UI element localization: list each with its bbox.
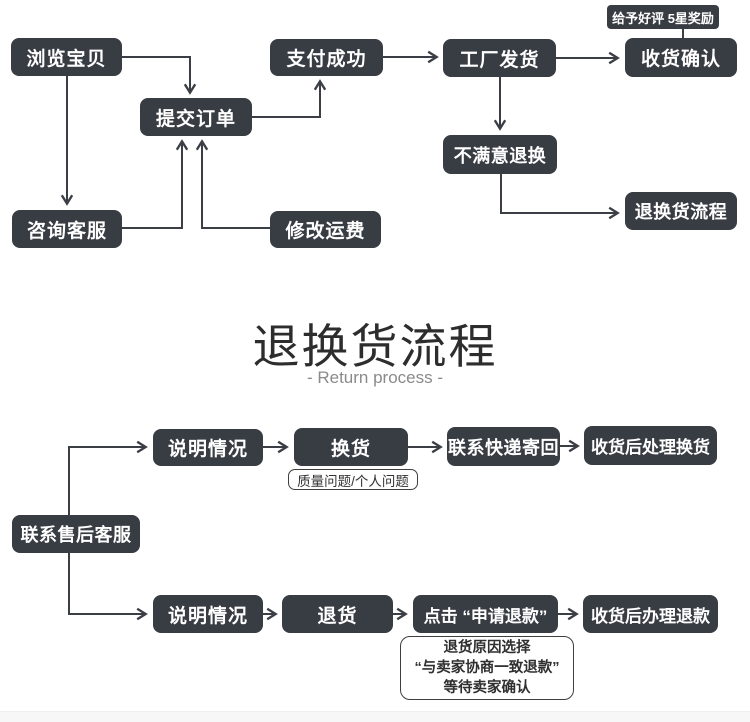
flow-node-courier-sendback: 联系快递寄回 [447,427,560,466]
flow-node-return-process: 退换货流程 [625,192,737,230]
flow-node-confirm-receipt: 收货确认 [625,38,737,77]
flow-node-modify-postage: 修改运费 [270,211,381,248]
reward-badge: 给予好评 5星奖励 [607,5,719,29]
flow-node-explain-top: 说明情况 [153,429,263,466]
footer-strip [0,711,750,722]
flow-node-handle-exchange: 收货后处理换货 [584,426,717,465]
flow-node-exchange: 换货 [294,428,408,466]
section-title: 退换货流程 [252,320,498,373]
refund-note-line-2: “与卖家协商一致退款” [414,660,560,676]
flow-node-explain-bottom: 说明情况 [153,595,263,633]
refund-reason-note: 退货原因选择 “与卖家协商一致退款” 等待卖家确认 [400,636,574,700]
refund-note-line-3: 等待卖家确认 [443,680,531,696]
flow-node-contact-aftersales: 联系售后客服 [12,515,140,553]
flow-node-consult-service: 咨询客服 [12,210,122,248]
flow-node-payment-success: 支付成功 [270,39,383,76]
flow-node-click-refund: 点击 “申请退款” [413,595,558,633]
flow-node-unsatisfied-return: 不满意退换 [443,135,557,174]
flow-node-browse: 浏览宝贝 [11,38,122,76]
flow-node-factory-ship: 工厂发货 [443,39,556,77]
flow-node-return-goods: 退货 [282,595,393,633]
flow-node-submit-order: 提交订单 [140,98,252,136]
exchange-reason-label: 质量问题/个人问题 [288,469,418,490]
refund-note-line-1: 退货原因选择 [443,640,531,656]
flow-node-handle-refund: 收货后办理退款 [583,595,718,633]
section-subtitle: - Return process - [306,368,444,387]
